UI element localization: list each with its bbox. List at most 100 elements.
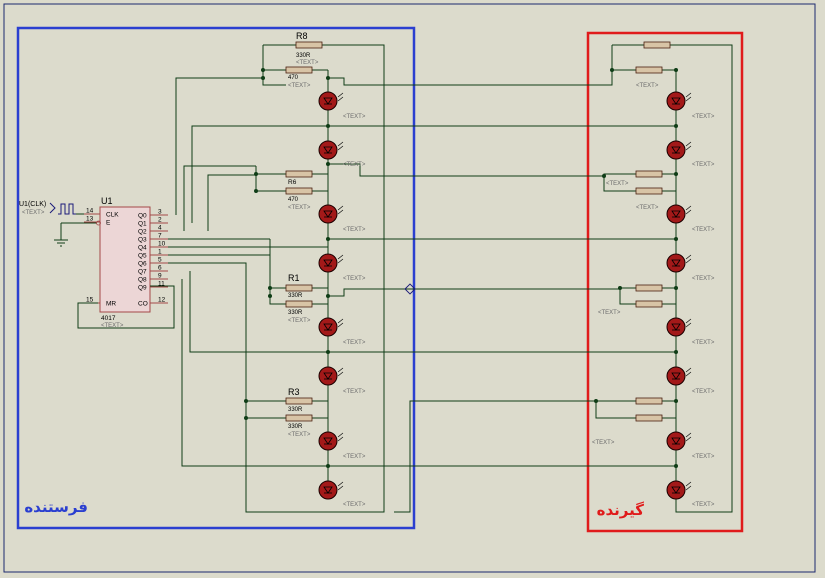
led-icon[interactable] <box>666 91 692 111</box>
resistor[interactable] <box>635 414 663 422</box>
led-icon[interactable] <box>666 317 692 337</box>
r1-ref: R1 <box>288 273 300 283</box>
resistor[interactable] <box>285 170 313 178</box>
led-icon[interactable] <box>318 140 344 160</box>
resistor[interactable] <box>285 187 313 195</box>
ic-pin-number: 13 <box>86 216 94 223</box>
led-icon[interactable] <box>666 431 692 451</box>
resistor[interactable] <box>635 284 663 292</box>
junction-dot <box>674 464 678 468</box>
ic-pin-name: Q5 <box>138 253 147 260</box>
placeholder-text: <TEXT> <box>692 114 715 120</box>
wire <box>189 271 328 353</box>
led-icon[interactable] <box>318 91 344 111</box>
led-icon[interactable] <box>318 204 344 224</box>
wire <box>595 401 636 419</box>
junction-dot <box>261 76 265 80</box>
ic-pin-number: 6 <box>158 265 162 272</box>
wire <box>328 287 636 297</box>
placeholder-text: <TEXT> <box>692 389 715 395</box>
junction-dot <box>244 416 248 420</box>
wire <box>191 125 328 223</box>
led-icon[interactable] <box>318 480 344 500</box>
ground-icon[interactable] <box>54 223 68 247</box>
led-icon[interactable] <box>666 204 692 224</box>
resistor[interactable] <box>285 66 313 74</box>
placeholder-text: <TEXT> <box>598 310 621 316</box>
wire <box>181 279 328 467</box>
r1-bottom-text: <TEXT> <box>288 318 311 324</box>
junction-dot <box>254 172 258 176</box>
resistor[interactable] <box>643 41 671 49</box>
clock-generator-icon[interactable] <box>49 202 76 215</box>
ic-pin-name: CO <box>138 301 148 308</box>
junction-dot <box>602 174 606 178</box>
placeholder-text: <TEXT> <box>692 162 715 168</box>
led-icon[interactable] <box>318 366 344 386</box>
ic-pin-name: Q7 <box>138 269 147 276</box>
led-icon[interactable] <box>318 253 344 273</box>
resistor[interactable] <box>285 397 313 405</box>
ic-pin-name: Q6 <box>138 261 147 268</box>
sender-resistor-group <box>285 41 323 422</box>
placeholder-text: <TEXT> <box>343 227 366 233</box>
resistor[interactable] <box>635 397 663 405</box>
r6-bottom-text: <TEXT> <box>288 205 311 211</box>
resistor[interactable] <box>285 284 313 292</box>
junction-dot <box>326 237 330 241</box>
junction-dot <box>268 286 272 290</box>
resistor[interactable] <box>285 300 313 308</box>
ic-4017[interactable] <box>99 206 151 313</box>
placeholder-text: <TEXT> <box>692 502 715 508</box>
ic-pin-number: 2 <box>158 217 162 224</box>
placeholder-text: <TEXT> <box>343 502 366 508</box>
resistor[interactable] <box>635 170 663 178</box>
r1-bottom-value: 330R <box>288 310 303 316</box>
receiver-title: گیرنده <box>597 501 645 519</box>
led-icon[interactable] <box>318 317 344 337</box>
wire <box>168 262 247 418</box>
placeholder-text: <TEXT> <box>343 114 366 120</box>
junction-dot <box>326 350 330 354</box>
led-icon[interactable] <box>666 480 692 500</box>
led-icon[interactable] <box>666 140 692 160</box>
wire <box>662 69 677 92</box>
wire <box>245 44 385 513</box>
receiver-led-group <box>666 91 692 500</box>
led-icon[interactable] <box>318 431 344 451</box>
wire <box>394 400 636 513</box>
placeholder-text: <TEXT> <box>692 340 715 346</box>
r8-ref: R8 <box>296 31 308 41</box>
ic-pin-name: CLK <box>106 212 119 219</box>
wire <box>312 173 329 192</box>
junction-dot <box>326 294 330 298</box>
ic-pin-name: MR <box>106 301 116 308</box>
resistor[interactable] <box>635 300 663 308</box>
placeholder-text: <TEXT> <box>692 227 715 233</box>
led-icon[interactable] <box>666 253 692 273</box>
receiver-box[interactable] <box>586 31 744 533</box>
r8-bottom-text: <TEXT> <box>288 83 311 89</box>
resistor[interactable] <box>635 66 663 74</box>
junction-dot <box>261 68 265 72</box>
wire <box>619 288 636 305</box>
probe-marker[interactable] <box>404 283 416 295</box>
sender-box[interactable] <box>16 26 416 530</box>
wire <box>603 174 636 192</box>
placeholder-text: <TEXT> <box>636 83 659 89</box>
ic-pin-name: Q0 <box>138 213 147 220</box>
ic-pin-name: E <box>106 220 111 227</box>
resistor[interactable] <box>285 414 313 422</box>
ic-pin-number: 1 <box>158 249 162 256</box>
junction-dot <box>268 294 272 298</box>
ic-pin-number: 15 <box>86 297 94 304</box>
placeholder-texts: <TEXT> <TEXT> <TEXT> <TEXT> <TEXT> <TEXT> <TEX… <box>343 83 715 508</box>
junction-dot <box>610 68 614 72</box>
wire <box>262 45 286 86</box>
placeholder-text: <TEXT> <box>592 440 615 446</box>
sender-title: فرستنده <box>24 498 88 516</box>
resistor[interactable] <box>635 187 663 195</box>
led-icon[interactable] <box>666 366 692 386</box>
ic-pin-name: Q4 <box>138 245 147 252</box>
resistor[interactable] <box>295 41 323 49</box>
